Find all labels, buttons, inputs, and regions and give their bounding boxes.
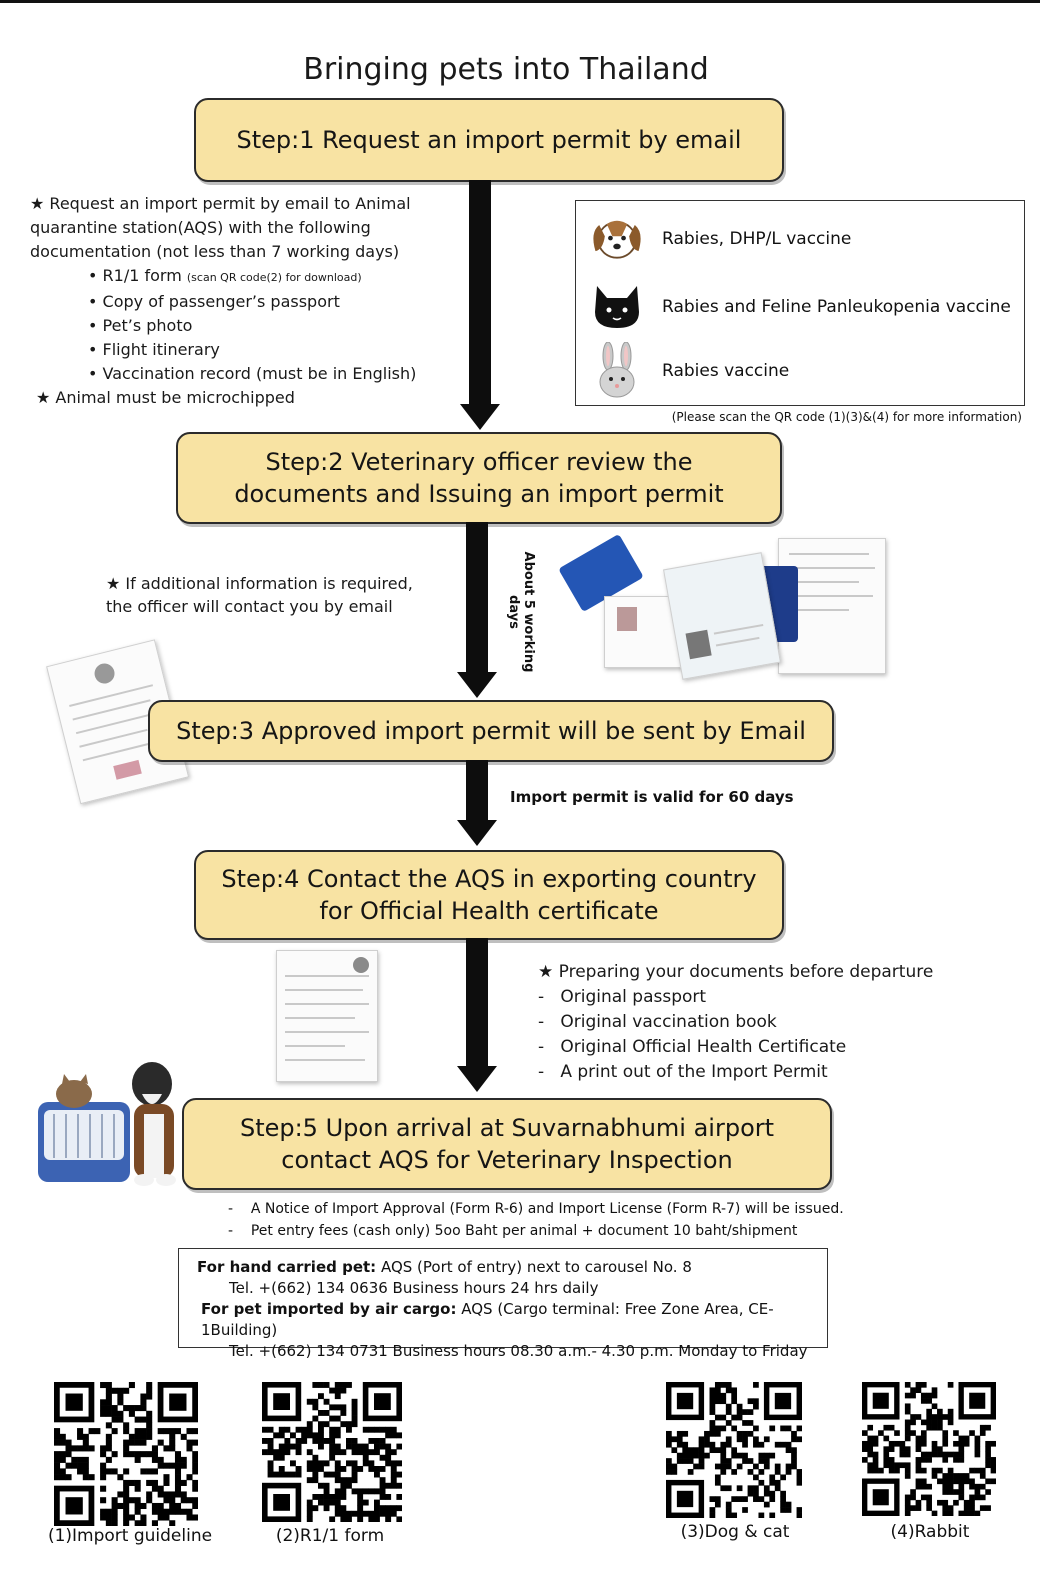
step-1-label: Step:1 Request an import permit by email bbox=[236, 125, 742, 154]
arrow-head-step4 bbox=[457, 820, 497, 846]
cat-icon bbox=[588, 283, 646, 331]
step-1-note-line: quarantine station(AQS) with the followi… bbox=[30, 218, 371, 237]
qr-code-r1-form[interactable] bbox=[262, 1382, 402, 1522]
step-2-label-line1: Step:2 Veterinary officer review the bbox=[265, 447, 693, 476]
qr-label-r1-form: (2)R1/1 form bbox=[275, 1526, 385, 1546]
step-1-note-line: documentation (not less than 7 working d… bbox=[30, 242, 400, 261]
vaccine-rabbit-text: Rabies vaccine bbox=[662, 361, 790, 381]
document-list: • R1/1 form (scan QR code(2) for downloa… bbox=[88, 264, 450, 386]
document-item-text: R1/1 form bbox=[102, 266, 182, 285]
qr-code-import-guideline[interactable] bbox=[54, 1382, 198, 1526]
step-4-notes: ★ Preparing your documents before depart… bbox=[538, 960, 958, 1085]
arrow-head-step2 bbox=[460, 404, 500, 430]
qr-code-dog-cat[interactable] bbox=[666, 1382, 802, 1518]
departure-item: - Original vaccination book bbox=[538, 1012, 777, 1032]
document-item-text: Vaccination record (must be in English) bbox=[102, 364, 417, 383]
vaccine-row-rabbit: Rabies vaccine bbox=[588, 342, 790, 398]
document-item: • Vaccination record (must be in English… bbox=[88, 364, 417, 383]
air-cargo-tel: Tel. +(662) 134 0731 Business hours 08.3… bbox=[229, 1342, 808, 1360]
step-5-note-text: Pet entry fees (cash only) 5oo Baht per … bbox=[250, 1223, 798, 1239]
departure-item-text: A print out of the Import Permit bbox=[560, 1062, 828, 1082]
hand-carried-label: For hand carried pet: bbox=[197, 1258, 377, 1276]
hand-carried-tel: Tel. +(662) 134 0636 Business hours 24 h… bbox=[229, 1279, 599, 1297]
departure-item: - Original Official Health Certificate bbox=[538, 1037, 847, 1057]
step-2-label-line2: documents and Issuing an import permit bbox=[234, 480, 724, 508]
document-item-note: (scan QR code(2) for download) bbox=[186, 271, 362, 284]
document-item: • Flight itinerary bbox=[88, 340, 220, 359]
duration-label: About 5 working days bbox=[506, 551, 536, 673]
step-2-note-line: the officer will contact you by email bbox=[106, 597, 393, 616]
step-1-note-line: ★ Request an import permit by email to A… bbox=[30, 194, 411, 213]
step-5-notes: - A Notice of Import Approval (Form R-6)… bbox=[228, 1198, 948, 1242]
step-1-box: Step:1 Request an import permit by email bbox=[194, 98, 784, 182]
pets-carrier-image bbox=[34, 1054, 184, 1190]
step-2-note-line: ★ If additional information is required, bbox=[106, 574, 413, 593]
arrow-step1-to-step2 bbox=[469, 180, 491, 406]
vaccine-cat-text: Rabies and Feline Panleukopenia vaccine bbox=[662, 297, 1011, 317]
vaccine-qr-note: (Please scan the QR code (1)(3)&(4) for … bbox=[671, 410, 1022, 424]
step-5-note: - Pet entry fees (cash only) 5oo Baht pe… bbox=[228, 1223, 798, 1239]
arrow-head-step3 bbox=[457, 672, 497, 698]
air-cargo-text: AQS (Cargo terminal: Free Zone Area, CE-… bbox=[201, 1300, 774, 1339]
permit-validity-note: Import permit is valid for 60 days bbox=[510, 788, 794, 806]
step-4-box: Step:4 Contact the AQS in exporting coun… bbox=[194, 850, 784, 940]
step-5-label-line1: Step:5 Upon arrival at Suvarnabhumi airp… bbox=[239, 1113, 775, 1142]
departure-item-text: Original Official Health Certificate bbox=[560, 1037, 847, 1057]
document-item: • R1/1 form (scan QR code(2) for downloa… bbox=[88, 266, 362, 285]
step-4-label-line2: for Official Health certificate bbox=[319, 897, 659, 925]
rabbit-icon bbox=[588, 342, 646, 398]
page-title: Bringing pets into Thailand bbox=[303, 52, 709, 87]
document-item-text: Copy of passenger’s passport bbox=[102, 292, 340, 311]
microchip-note: ★ Animal must be microchipped bbox=[36, 388, 295, 407]
step-3-label: Step:3 Approved import permit will be se… bbox=[176, 716, 806, 745]
step-4-label-line1: Step:4 Contact the AQS in exporting coun… bbox=[221, 864, 757, 893]
departure-header: ★ Preparing your documents before depart… bbox=[538, 962, 934, 982]
health-certificate-image bbox=[276, 950, 378, 1082]
step-1-notes: ★ Request an import permit by email to A… bbox=[30, 192, 450, 410]
document-item: • Pet’s photo bbox=[88, 316, 193, 335]
qr-code-rabbit[interactable] bbox=[862, 1382, 996, 1516]
document-item-text: Pet’s photo bbox=[102, 316, 193, 335]
qr-label-import-guideline: (1)Import guideline bbox=[47, 1526, 213, 1546]
arrow-step2-to-step3 bbox=[466, 522, 488, 674]
hand-carried-line: For hand carried pet: AQS (Port of entry… bbox=[179, 1257, 827, 1278]
departure-item: - A print out of the Import Permit bbox=[538, 1062, 828, 1082]
vaccine-row-dog: Rabies, DHP/L vaccine bbox=[588, 215, 851, 263]
hand-carried-text: AQS (Port of entry) next to carousel No.… bbox=[376, 1258, 692, 1276]
departure-item-text: Original vaccination book bbox=[560, 1012, 777, 1032]
departure-item: - Original passport bbox=[538, 987, 707, 1007]
step-3-box: Step:3 Approved import permit will be se… bbox=[148, 700, 834, 762]
air-cargo-label: For pet imported by air cargo: bbox=[201, 1300, 457, 1318]
arrow-step4-to-step5 bbox=[466, 938, 488, 1068]
step-2-notes: ★ If additional information is required,… bbox=[106, 572, 446, 618]
step-5-note: - A Notice of Import Approval (Form R-6)… bbox=[228, 1201, 844, 1217]
qr-label-dog-cat: (3)Dog & cat bbox=[680, 1522, 790, 1542]
passport-documents-image bbox=[558, 533, 888, 680]
vaccine-dog-text: Rabies, DHP/L vaccine bbox=[662, 229, 852, 249]
departure-item-text: Original passport bbox=[560, 987, 707, 1007]
dog-icon bbox=[588, 215, 646, 263]
step-2-box: Step:2 Veterinary officer review the doc… bbox=[176, 432, 782, 524]
step-5-box: Step:5 Upon arrival at Suvarnabhumi airp… bbox=[182, 1098, 832, 1190]
qr-label-rabbit: (4)Rabbit bbox=[890, 1522, 970, 1542]
contact-box: For hand carried pet: AQS (Port of entry… bbox=[178, 1248, 828, 1360]
document-item-text: Flight itinerary bbox=[102, 340, 220, 359]
arrow-head-step5 bbox=[457, 1066, 497, 1092]
vaccine-row-cat: Rabies and Feline Panleukopenia vaccine bbox=[588, 283, 1011, 331]
arrow-step3-to-step4 bbox=[466, 760, 488, 822]
document-item: • Copy of passenger’s passport bbox=[88, 292, 340, 311]
air-cargo-line: For pet imported by air cargo: AQS (Carg… bbox=[179, 1299, 827, 1341]
step-5-note-text: A Notice of Import Approval (Form R-6) a… bbox=[250, 1201, 844, 1217]
step-5-label-line2: contact AQS for Veterinary Inspection bbox=[281, 1146, 733, 1174]
vaccine-box: Rabies, DHP/L vaccine Rabies and Feline … bbox=[575, 200, 1025, 406]
top-border bbox=[0, 0, 1040, 3]
